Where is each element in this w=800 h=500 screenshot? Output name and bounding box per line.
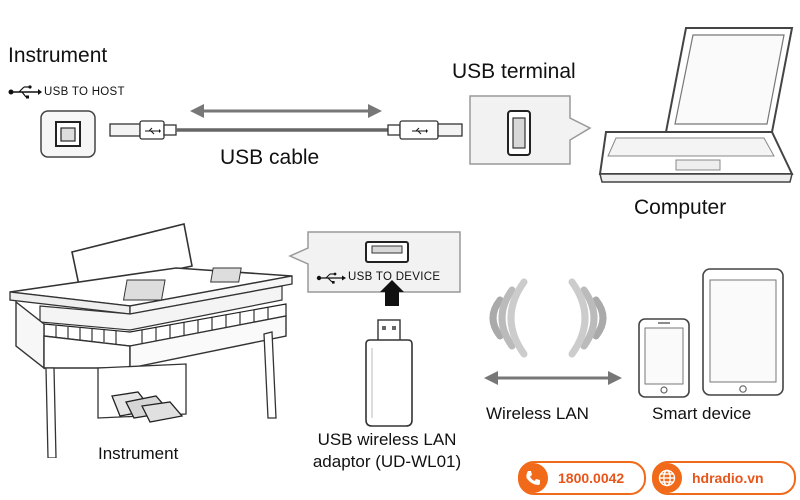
computer-label: Computer (634, 196, 727, 219)
website-url: hdradio.vn (692, 470, 764, 486)
usb-cable-label: USB cable (220, 146, 320, 169)
usb-to-device-label: USB TO DEVICE (348, 271, 441, 283)
wireless-lan-label: Wireless LAN (486, 404, 589, 423)
usb-b-port-icon (40, 110, 96, 158)
laptop-computer-icon (596, 24, 796, 186)
adaptor-label-line1: USB wireless LAN (317, 430, 457, 449)
usb-terminal-label: USB terminal (452, 60, 576, 83)
usb-symbol-on-plug-right-icon (410, 124, 428, 136)
smart-device-label: Smart device (652, 404, 752, 423)
instrument-bottom-label: Instrument (98, 444, 179, 463)
globe-icon (652, 463, 682, 493)
website-contact-pill[interactable]: hdradio.vn (652, 461, 796, 495)
usb-symbol-on-plug-left-icon (143, 124, 161, 136)
digital-piano-icon (6, 218, 294, 459)
wireless-lan-adaptor-icon (362, 318, 416, 428)
phone-icon (518, 463, 548, 493)
usb-to-host-label: USB TO HOST (44, 86, 125, 98)
tablet-icon (702, 268, 784, 396)
smartphone-icon (638, 318, 690, 398)
usb-symbol-device-icon (316, 271, 346, 285)
phone-contact-pill[interactable]: 1800.0042 (518, 461, 646, 495)
usb-symbol-icon (8, 84, 42, 100)
phone-number: 1800.0042 (558, 470, 625, 486)
instrument-top-label: Instrument (8, 44, 108, 67)
adaptor-label-line2: adaptor (UD-WL01) (312, 452, 462, 471)
